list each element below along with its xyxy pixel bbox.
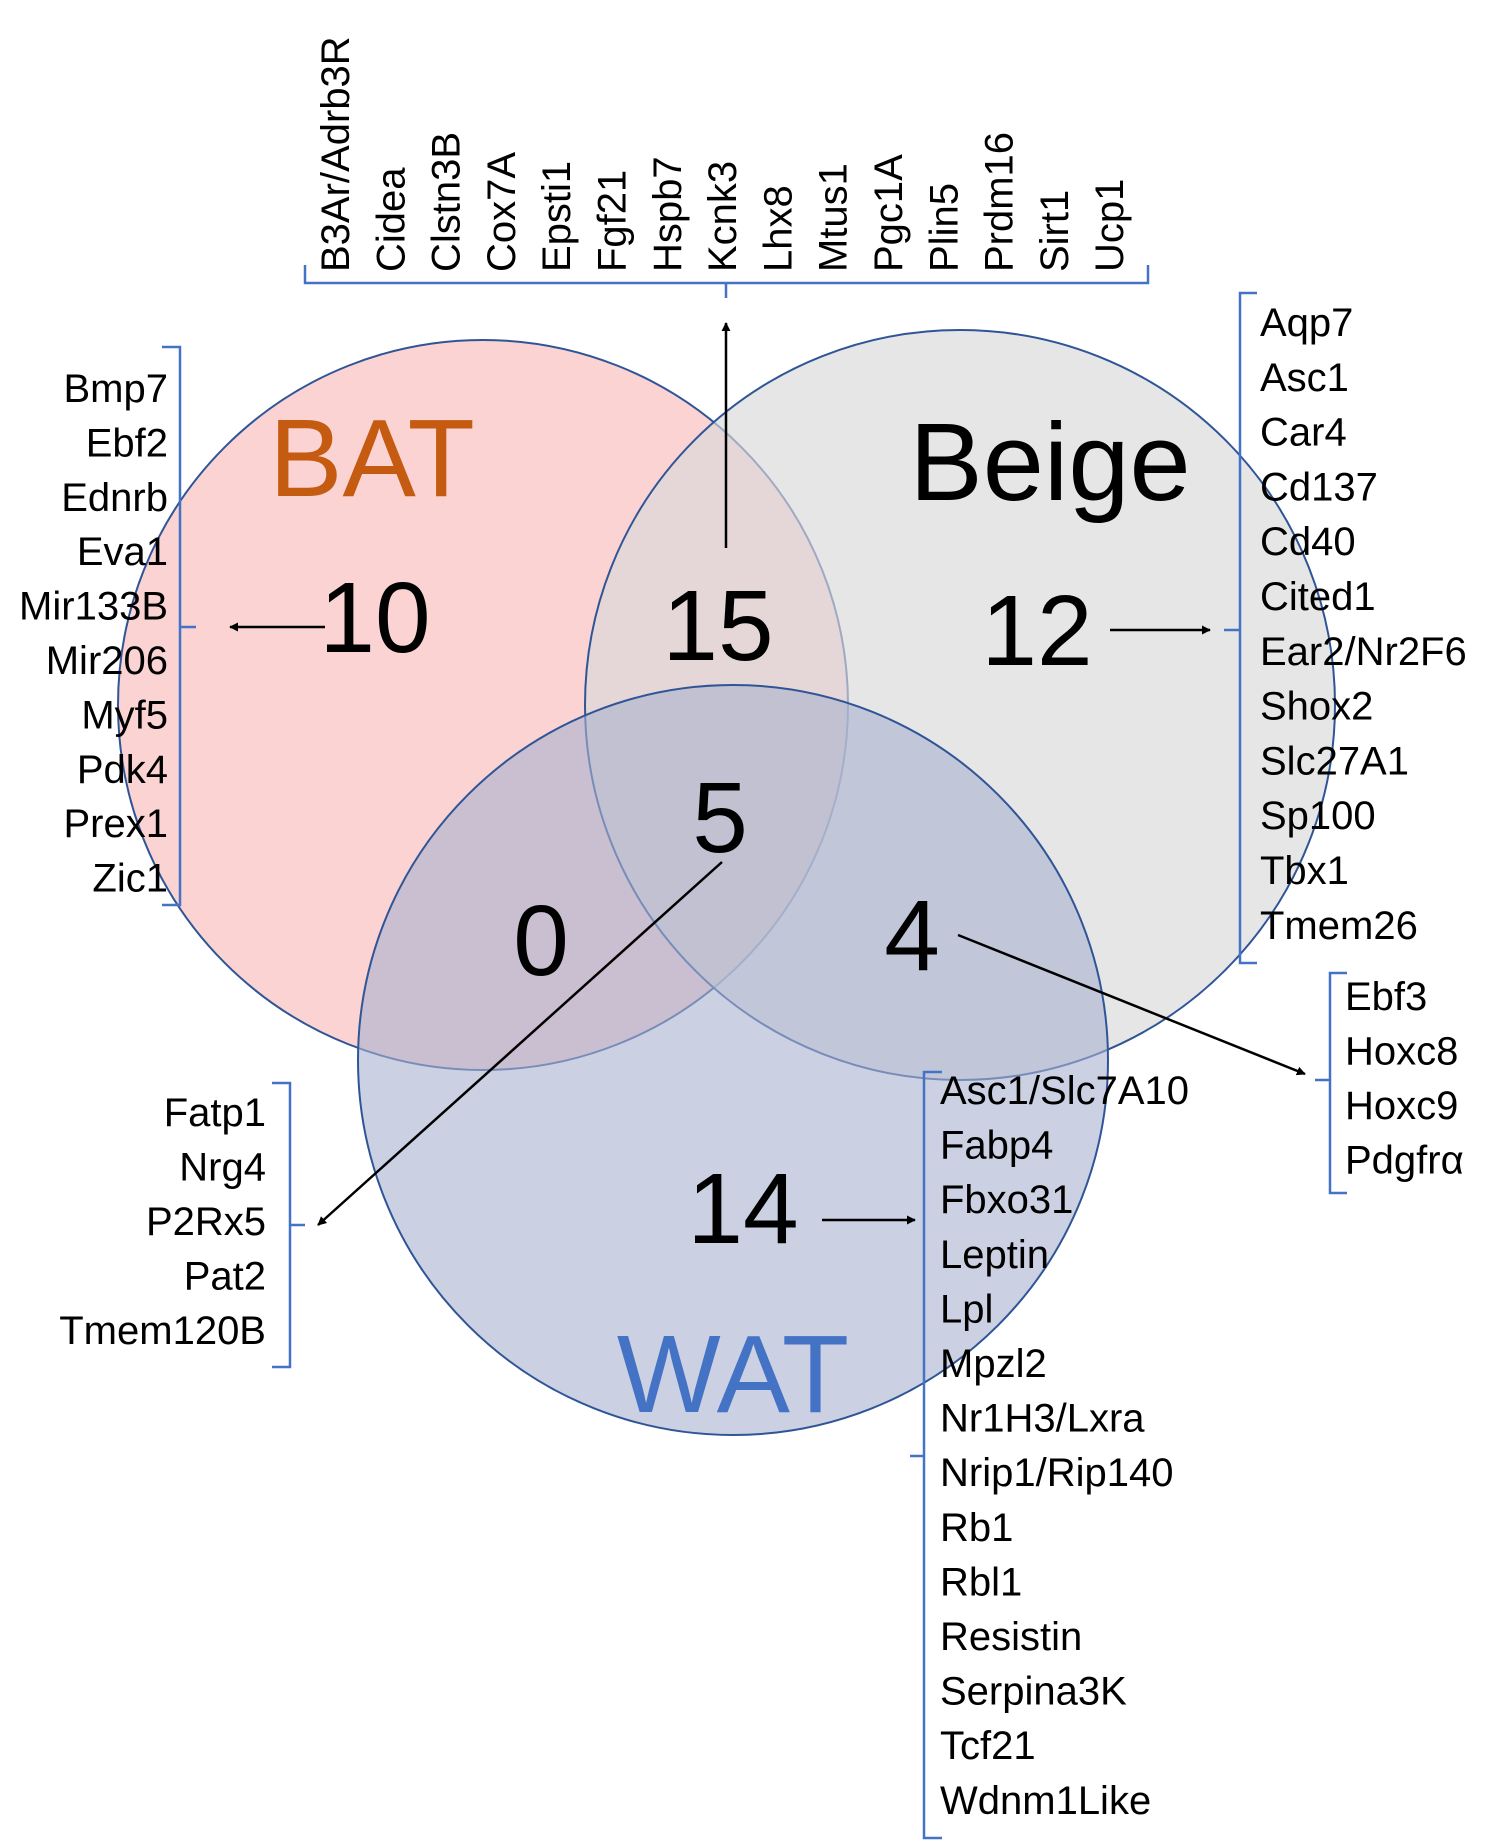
count-beige-wat: 4	[884, 880, 940, 992]
venn-circles	[117, 329, 1336, 1436]
gene-label: Slc27A1	[1260, 739, 1409, 783]
gene-label: Hoxc8	[1345, 1030, 1458, 1074]
gene-label: Mir133B	[19, 585, 168, 629]
count-wat-only: 14	[687, 1153, 798, 1265]
gene-label: Fbxo31	[940, 1178, 1073, 1222]
gene-label: Epsti1	[535, 161, 579, 272]
bracket-beige-wat	[1315, 971, 1347, 1195]
gene-label: Myf5	[81, 693, 168, 737]
gene-label: Ucp1	[1088, 179, 1132, 272]
gene-label: Rbl1	[940, 1560, 1022, 1604]
gene-label: Prex1	[64, 802, 169, 846]
gene-label: Car4	[1260, 411, 1347, 455]
gene-label: Ebf3	[1345, 975, 1427, 1019]
gene-label: Ednrb	[61, 476, 168, 520]
gene-label: Pdk4	[77, 748, 168, 792]
gene-label: Serpina3K	[940, 1670, 1127, 1714]
count-bat-wat: 0	[513, 885, 569, 997]
count-bat-only: 10	[319, 562, 430, 674]
gene-label: Asc1	[1260, 356, 1349, 400]
gene-label: Shox2	[1260, 685, 1373, 729]
gene-label: Sp100	[1260, 794, 1376, 838]
gene-label: Clstn3B	[425, 132, 469, 272]
bat-set-label: BAT	[269, 397, 475, 520]
count-all-three: 5	[692, 762, 748, 874]
gene-label: Wdnm1Like	[940, 1779, 1151, 1823]
gene-label: Tmem120B	[59, 1309, 266, 1353]
gene-label: Cd40	[1260, 520, 1356, 564]
gene-label: Cox7A	[480, 152, 524, 272]
beige-set-label: Beige	[909, 401, 1190, 524]
gene-label: Eva1	[77, 530, 168, 574]
brackets	[162, 265, 1347, 1840]
gene-label: B3Ar/Adrb3R	[314, 36, 358, 272]
wat-set-label: WAT	[617, 1313, 849, 1436]
gene-label: Rb1	[940, 1506, 1013, 1550]
gene-label: Pgc1A	[867, 154, 911, 272]
wat-circle	[357, 684, 1109, 1436]
gene-label: Ebf2	[86, 421, 168, 465]
gene-label: Mtus1	[812, 163, 856, 272]
gene-label: Hoxc9	[1345, 1084, 1458, 1128]
gene-label: Ear2/Nr2F6	[1260, 630, 1467, 674]
gene-label: Lhx8	[756, 185, 800, 272]
gene-label: Tmem26	[1260, 904, 1418, 948]
gene-label: Leptin	[940, 1233, 1049, 1277]
bracket-bat-beige	[303, 265, 1150, 298]
bracket-all-three	[272, 1081, 305, 1369]
bracket-bat-only	[162, 345, 196, 907]
gene-label: Pdgfrα	[1345, 1139, 1464, 1183]
arrow-beige-wat	[957, 933, 1306, 1076]
gene-label: Plin5	[922, 183, 966, 272]
gene-label: Cited1	[1260, 575, 1376, 619]
bracket-wat-only	[910, 1070, 942, 1840]
gene-label: Mir206	[46, 639, 168, 683]
gene-label: Cd137	[1260, 465, 1378, 509]
gene-label: Resistin	[940, 1615, 1082, 1659]
gene-label: Tcf21	[940, 1724, 1036, 1768]
gene-label: Kcnk3	[701, 161, 745, 272]
gene-label: P2Rx5	[146, 1200, 266, 1244]
gene-label: Bmp7	[64, 367, 169, 411]
gene-label: Hspb7	[646, 156, 690, 272]
gene-label: Pat2	[184, 1255, 266, 1299]
gene-list-beige-only: Aqp7Asc1Car4Cd137Cd40Cited1Ear2/Nr2F6Sho…	[1260, 301, 1467, 948]
bracket-beige-only	[1224, 291, 1257, 965]
gene-label: Tbx1	[1260, 849, 1349, 893]
arrow-all-three	[317, 861, 723, 1226]
gene-label: Sirt1	[1033, 190, 1077, 272]
gene-label: Nrip1/Rip140	[940, 1451, 1173, 1495]
gene-label: Mpzl2	[940, 1342, 1047, 1386]
arrows	[229, 322, 1306, 1226]
gene-label: Cidea	[369, 167, 413, 272]
gene-label: Prdm16	[978, 132, 1022, 272]
gene-label: Zic1	[92, 857, 168, 901]
gene-label: Nr1H3/Lxra	[940, 1397, 1145, 1441]
gene-label: Asc1/Slc7A10	[940, 1069, 1189, 1113]
gene-label: Fatp1	[164, 1091, 266, 1135]
gene-label: Lpl	[940, 1287, 993, 1331]
gene-list-wat-only: Asc1/Slc7A10Fabp4Fbxo31LeptinLplMpzl2Nr1…	[940, 1069, 1189, 1823]
gene-label: Fabp4	[940, 1124, 1053, 1168]
gene-label: Aqp7	[1260, 301, 1353, 345]
gene-label: Fgf21	[591, 170, 635, 272]
count-beige-only: 12	[981, 575, 1092, 687]
gene-label: Nrg4	[179, 1146, 266, 1190]
count-bat-beige: 15	[662, 570, 773, 682]
